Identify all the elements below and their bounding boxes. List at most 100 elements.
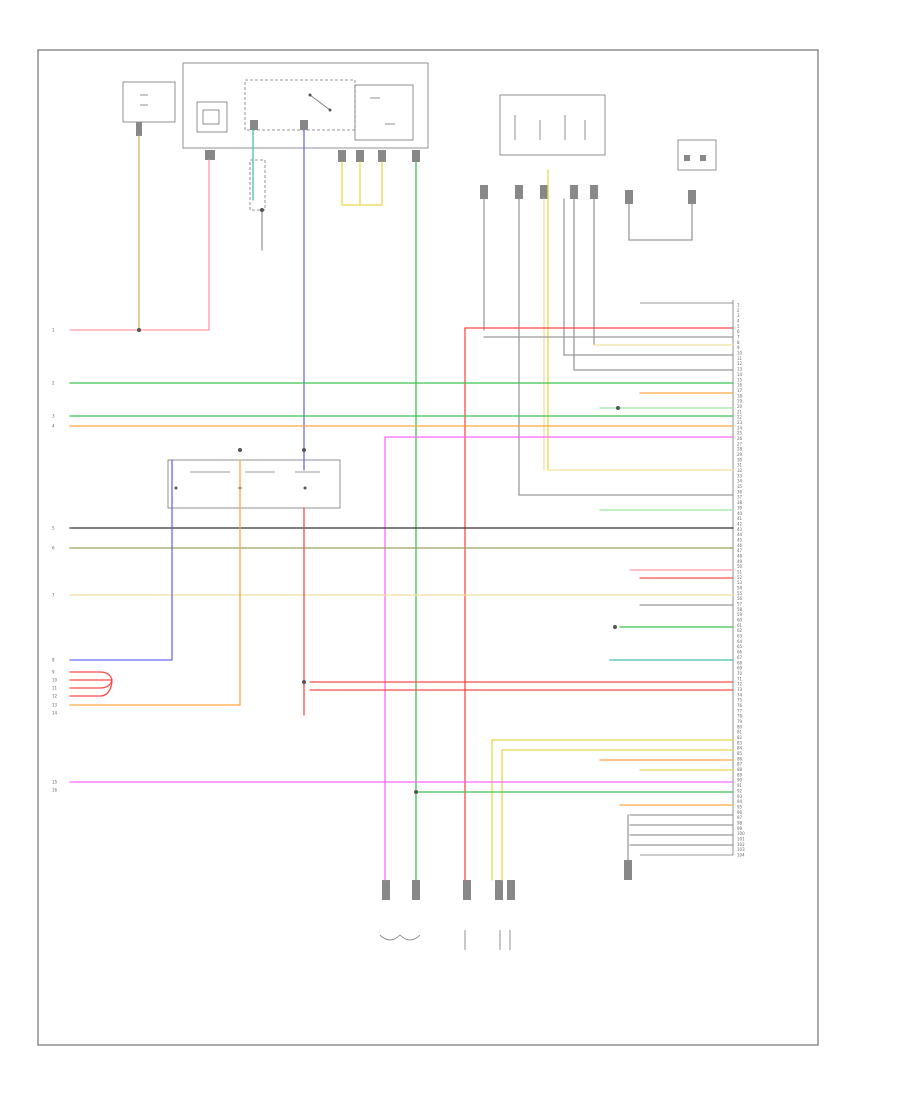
pcm-pin-label: 93 — [737, 794, 743, 799]
left-terminal-label: 12 — [52, 694, 58, 699]
pcm-pin-label: 21 — [737, 409, 743, 414]
pcm-pin-label: 29 — [737, 452, 743, 457]
pcm-pin-label: 45 — [737, 537, 743, 542]
pcm-pin-label: 26 — [737, 436, 743, 441]
pcm-pin-label: 2 — [737, 308, 740, 313]
pcm-pin-label: 24 — [737, 425, 743, 430]
pcm-pin-label: 35 — [737, 484, 743, 489]
pcm-pin-label: 8 — [737, 340, 740, 345]
pcm-pin-label: 84 — [737, 746, 743, 751]
pcm-pin-label: 77 — [737, 708, 743, 713]
pcm-pin-label: 31 — [737, 463, 743, 468]
pcm-pin-label: 90 — [737, 778, 743, 783]
pcm-pin-label: 74 — [737, 692, 743, 697]
left-terminal-label: 16 — [52, 788, 58, 793]
pcm-pin-label: 60 — [737, 618, 743, 623]
pcm-pin-label: 101 — [737, 836, 745, 841]
pcm-pin-label: 100 — [737, 831, 745, 836]
pcm-pin-label: 7 — [737, 335, 740, 340]
pcm-pin-label: 87 — [737, 762, 743, 767]
pcm-pin-label: 17 — [737, 388, 743, 393]
pcm-pin-label: 38 — [737, 500, 743, 505]
splice-box — [249, 159, 266, 211]
pcm-pin-label: 51 — [737, 569, 743, 574]
pcm-pin-label: 54 — [737, 586, 743, 591]
left-terminal-label: 3 — [52, 414, 55, 419]
pcm-pin-label: 49 — [737, 559, 743, 564]
left-terminal-label: 2 — [52, 381, 55, 386]
pcm-pin-label: 103 — [737, 847, 745, 852]
left-terminal-label: 7 — [52, 593, 55, 598]
pcm-pin-label: 64 — [737, 639, 743, 644]
diagram-frame — [37, 49, 819, 1046]
pcm-pin-label: 43 — [737, 527, 743, 532]
pcm-pin-label: 83 — [737, 740, 743, 745]
pcm-pin-label: 42 — [737, 521, 743, 526]
left-terminal-label: 14 — [52, 711, 58, 716]
pcm-pin-label: 58 — [737, 607, 743, 612]
left-terminal-label: 9 — [52, 670, 55, 675]
pcm-pin-label: 34 — [737, 479, 743, 484]
splice-points — [137, 208, 620, 794]
pcm-pin-label: 80 — [737, 724, 743, 729]
pcm-pin-label: 44 — [737, 532, 743, 537]
pcm-pin-label: 78 — [737, 714, 743, 719]
pcm-pin-label: 57 — [737, 602, 743, 607]
pcm-pin-label: 9 — [737, 345, 740, 350]
pcm-pin-label: 37 — [737, 495, 743, 500]
pcm-pin-label: 12 — [737, 361, 743, 366]
pcm-pin-label: 72 — [737, 682, 743, 687]
pcm-pin-label: 23 — [737, 420, 743, 425]
left-terminal-label: 15 — [52, 780, 58, 785]
pcm-pin-label: 33 — [737, 473, 743, 478]
pcm-pin-label: 13 — [737, 367, 743, 372]
pcm-pin-label: 66 — [737, 650, 743, 655]
pcm-pin-label: 70 — [737, 671, 743, 676]
pcm-pin-label: 89 — [737, 772, 743, 777]
pcm-pin-label: 75 — [737, 698, 743, 703]
pcm-pin-label: 27 — [737, 441, 743, 446]
pcm-pin-label: 62 — [737, 628, 743, 633]
fuel-pump-sensor — [379, 880, 421, 941]
pcm-pin-label: 59 — [737, 612, 743, 617]
pcm-pin-label: 94 — [737, 799, 743, 804]
pcm-pin-label: 68 — [737, 660, 743, 665]
pcm-pin-label: 39 — [737, 505, 743, 510]
pcm-pin-label: 25 — [737, 431, 743, 436]
pcm-pin-label: 5 — [737, 324, 740, 329]
pcm-pin-label: 69 — [737, 666, 743, 671]
pcm-pin-label: 14 — [737, 372, 743, 377]
pcm-pin-label: 55 — [737, 591, 743, 596]
pcm-pin-label: 10 — [737, 351, 743, 356]
pcm-pin-label: 41 — [737, 516, 743, 521]
pcm-pin-label: 18 — [737, 393, 743, 398]
fuel-tank-pressure-sensor — [463, 880, 515, 950]
pcm-pin-label: 67 — [737, 655, 743, 660]
pcm-pin-label: 47 — [737, 548, 743, 553]
pcm-pin-label: 98 — [737, 820, 743, 825]
pcm-pin-label: 92 — [737, 788, 743, 793]
central-junction-box — [182, 62, 429, 162]
brake-pedal-switch — [677, 139, 717, 171]
pcm-pin-label: 15 — [737, 377, 743, 382]
pcm-pin-label: 82 — [737, 735, 743, 740]
left-terminal-label: 5 — [52, 526, 55, 531]
pcm-pin-label: 50 — [737, 564, 743, 569]
pcm-pin-label: 73 — [737, 687, 743, 692]
pcm-pin-label: 102 — [737, 842, 745, 847]
left-terminal-label: 6 — [52, 546, 55, 551]
left-terminal-label: 13 — [52, 703, 58, 708]
pcm-pin-label: 46 — [737, 543, 743, 548]
left-terminal-label: 1 — [52, 328, 55, 333]
pcm-pin-label: 53 — [737, 580, 743, 585]
left-terminal-label: 8 — [52, 658, 55, 663]
pcm-pin-label: 20 — [737, 404, 743, 409]
pcm-pin-label: 65 — [737, 644, 743, 649]
left-terminal-label: 10 — [52, 678, 58, 683]
pcm-pin-labels: 1234567891011121314151617181920212223242… — [737, 303, 745, 858]
pcm-pin-label: 3 — [737, 313, 740, 318]
pcm-pin-label: 79 — [737, 719, 743, 724]
pcm-pin-label: 91 — [737, 783, 743, 788]
